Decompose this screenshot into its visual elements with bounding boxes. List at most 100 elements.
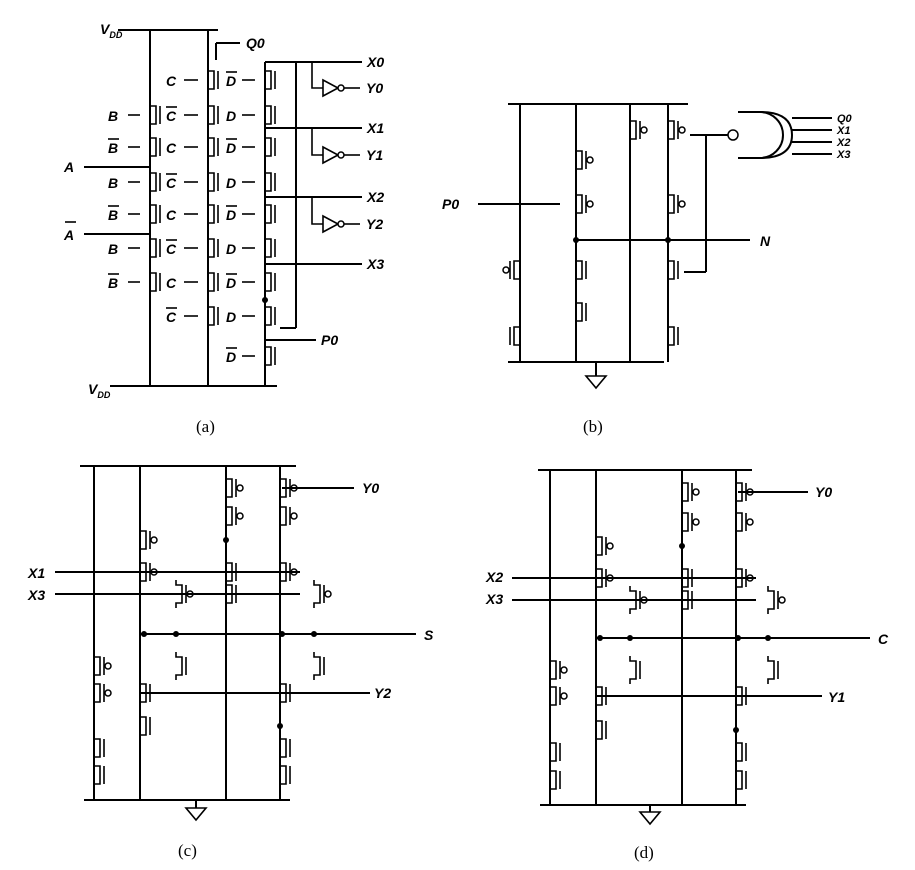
ground-icon — [584, 362, 608, 390]
caption-b: (b) — [583, 417, 603, 436]
transistor-d-4 — [595, 532, 614, 560]
gate-label-b-1: B — [108, 140, 118, 156]
p0-label: P0 — [321, 332, 338, 348]
transistor-b-7 — [667, 256, 679, 284]
nand-gate — [684, 111, 832, 273]
caption-d: (d) — [634, 843, 654, 862]
gate-label-c-0: C — [166, 73, 177, 89]
y1-label-d: Y1 — [828, 689, 845, 705]
gate-label-c-1: C — [166, 108, 177, 124]
transistor-d-3 — [264, 168, 276, 196]
transistor-d-8 — [264, 342, 276, 370]
transistor-b-6 — [575, 256, 587, 284]
transistor-b-2 — [149, 168, 161, 196]
x1-label-c: X1 — [27, 565, 45, 581]
transistor-c-1 — [207, 101, 219, 129]
panel-b: P0 N Q0 X1 X2 X3 (b) — [442, 103, 853, 436]
q0-label: Q0 — [246, 35, 265, 51]
transistor-d-20 — [549, 766, 561, 794]
panel-c: X1 X3 Y0 S Y2 (c) — [27, 465, 434, 860]
y2-label: Y2 — [366, 216, 383, 232]
transistor-d-19 — [735, 738, 747, 766]
x3-label: X3 — [366, 256, 384, 272]
transistor-b-0 — [149, 101, 161, 129]
panel-c-transistors — [93, 474, 332, 789]
gate-label-d-0: D — [226, 73, 236, 89]
transistor-c-3 — [279, 502, 298, 530]
transistor-c-17 — [139, 712, 151, 740]
inverter-y1: Y1 — [311, 128, 383, 165]
transistor-d-11 — [549, 656, 568, 684]
transistor-d-4 — [264, 200, 276, 228]
x1-label: X1 — [366, 120, 384, 136]
gate-label-c-7: C — [166, 309, 177, 325]
transistor-c-2 — [207, 133, 219, 161]
transistor-c-0 — [207, 66, 219, 94]
transistor-d-10 — [767, 586, 786, 614]
transistor-c-19 — [279, 734, 291, 762]
x2-label-d: X2 — [485, 569, 503, 585]
panel-d-transistors — [549, 478, 786, 794]
transistor-b-9 — [509, 322, 521, 350]
panel-d: X2 X3 Y0 C Y1 (d) — [485, 469, 889, 862]
transistor-c-6 — [207, 268, 219, 296]
gate-label-b-0: B — [108, 108, 118, 124]
transistor-c-4 — [139, 526, 158, 554]
transistor-d-3 — [735, 508, 754, 536]
s-label: S — [424, 627, 434, 643]
gate-label-d-7: D — [226, 309, 236, 325]
gate-label-b-5: B — [108, 275, 118, 291]
transistor-d-14 — [549, 682, 568, 710]
panel-b-transistors — [502, 116, 686, 350]
transistor-d-17 — [595, 716, 607, 744]
nand-input-x2: X2 — [836, 137, 850, 149]
transistor-c-11 — [93, 652, 112, 680]
transistor-c-3 — [207, 168, 219, 196]
a-label: A — [63, 159, 74, 175]
nand-input-x1: X1 — [836, 125, 850, 137]
ground-icon — [184, 800, 208, 822]
transistor-b-4 — [149, 234, 161, 262]
c-label: C — [878, 631, 889, 647]
transistor-c-20 — [93, 761, 105, 789]
gate-label-b-3: B — [108, 207, 118, 223]
transistor-d-12 — [629, 656, 641, 684]
transistor-d-7 — [264, 302, 276, 330]
y0-label: Y0 — [366, 80, 383, 96]
transistor-c-2 — [225, 502, 244, 530]
transistor-c-0 — [225, 474, 244, 502]
transistor-b-10 — [667, 322, 679, 350]
gate-label-d-8: D — [226, 349, 236, 365]
transistor-d-1 — [264, 101, 276, 129]
transistor-b-8 — [575, 298, 587, 326]
transistor-d-13 — [767, 656, 779, 684]
gate-label-d-6: D — [226, 275, 236, 291]
transistor-d-0 — [681, 478, 700, 506]
transistor-c-21 — [279, 761, 291, 789]
x0-label: X0 — [366, 54, 384, 70]
transistor-c-5 — [207, 234, 219, 262]
transistor-c-18 — [93, 734, 105, 762]
gate-label-c-6: C — [166, 275, 177, 291]
nand-input-x3: X3 — [836, 149, 850, 161]
y0-label-d: Y0 — [815, 484, 832, 500]
gate-label-d-1: D — [226, 108, 236, 124]
transistor-d-21 — [735, 766, 747, 794]
transistor-b-0 — [629, 116, 648, 144]
x3-label-d: X3 — [485, 591, 503, 607]
p0-label-b: P0 — [442, 196, 459, 212]
transistor-c-7 — [207, 302, 219, 330]
transistor-c-13 — [313, 652, 325, 680]
transistor-b-5 — [149, 268, 161, 296]
caption-a: (a) — [196, 417, 215, 436]
inverter-y2: Y2 — [311, 197, 383, 234]
gate-label-c-5: C — [166, 241, 177, 257]
transistor-b-1 — [667, 116, 686, 144]
transistor-b-3 — [575, 190, 594, 218]
ground-icon — [638, 805, 662, 826]
vdd-label-bottom: VDD — [88, 381, 111, 400]
